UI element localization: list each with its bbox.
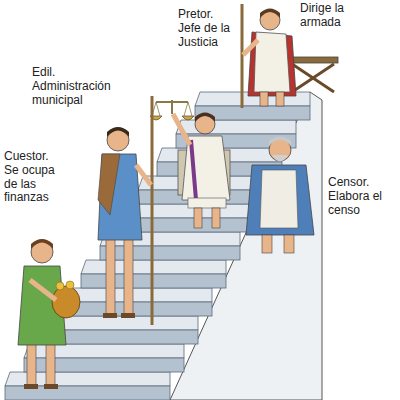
role-label: Edil. Administración municipal [32,66,124,107]
coin [66,281,74,289]
stair-riser [43,330,198,344]
sandal [121,313,135,318]
arm [136,165,151,185]
role-label: Cuestor. Se ocupa de las finanzas [4,150,64,205]
arm [243,40,258,55]
leg [284,235,294,253]
role-label: Pretor. Jefe de la Justicia [178,8,236,49]
purple-stripe [191,140,196,200]
scales-beam [156,101,188,103]
stair-tread [176,120,296,134]
pretor-figure [150,100,230,228]
hair [260,9,280,19]
chair-leg [292,64,334,92]
leg [27,343,36,385]
arm [30,280,56,300]
coin-pot [52,286,80,318]
leg [124,238,133,315]
hair [107,127,129,137]
leg [106,238,115,315]
role-label: Dirige la armada [300,2,380,30]
leg [194,208,202,228]
sandal [44,384,58,389]
beard [272,155,288,162]
staff [151,96,154,325]
leg [276,92,284,106]
scales-strings [152,102,192,116]
chair-leg [292,64,334,92]
consul-figure [242,4,296,108]
staircase [5,92,310,400]
cuestor-figure [18,239,80,389]
blue-cloak [246,165,314,235]
role-label: Censor. Elabora el censo [328,176,396,217]
toga [254,32,290,92]
leg [262,235,272,253]
grey-hair [269,137,291,147]
coin [56,282,64,290]
stair-riser [100,246,240,260]
censor-figure [246,137,314,254]
tunic [260,170,298,228]
stair-riser [62,302,212,316]
hair [195,113,215,123]
toga [182,136,230,200]
staff [241,4,244,108]
lap [188,198,226,208]
leg [46,343,55,385]
edil-figure [98,96,152,325]
sandal [103,313,117,318]
hair [31,239,53,249]
scales-pans [150,116,194,120]
chair-seat [288,57,338,63]
leg [212,208,220,228]
cloak [98,154,120,215]
stair-tread [62,288,212,302]
leg [260,92,268,106]
sandal [24,384,38,389]
